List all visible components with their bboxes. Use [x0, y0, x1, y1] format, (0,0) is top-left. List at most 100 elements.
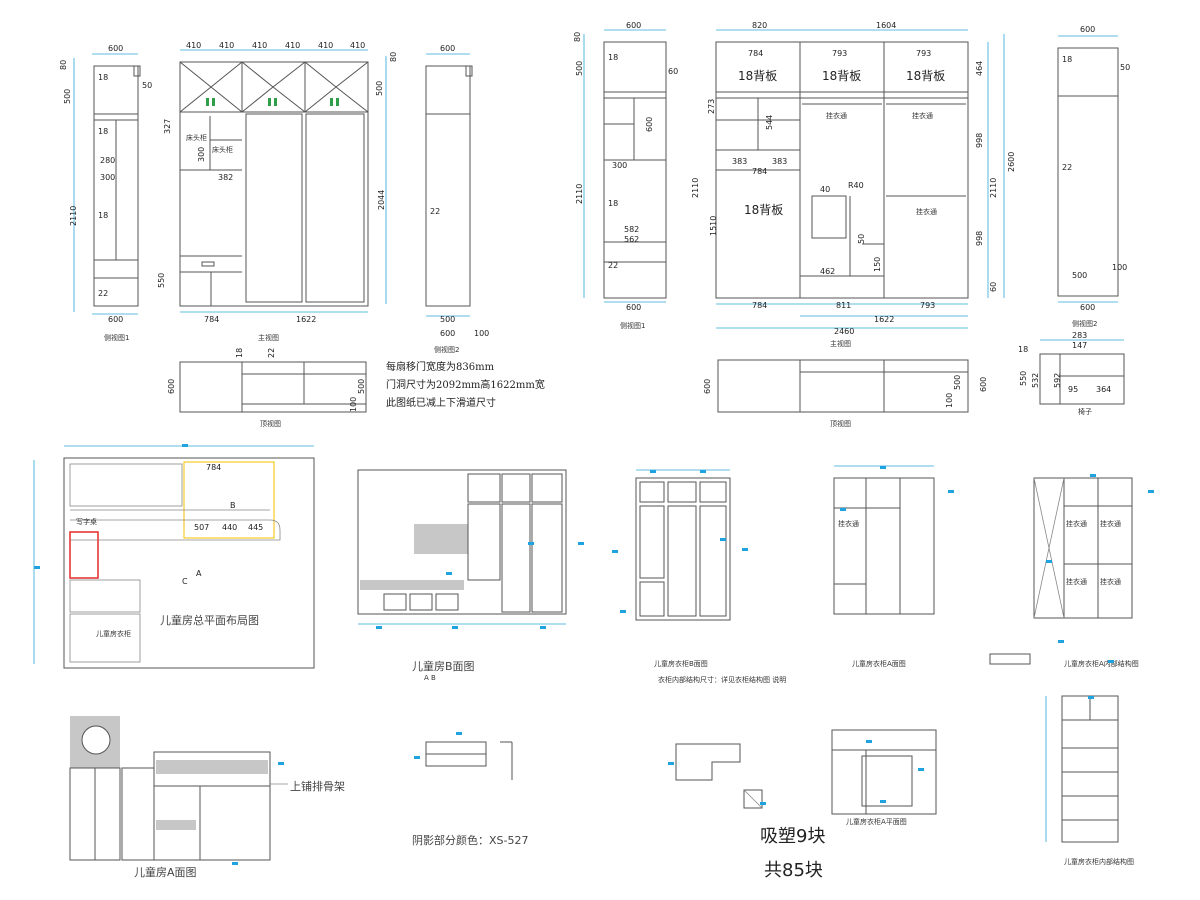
dimension-marker	[720, 538, 726, 541]
dim-998-a: 998	[975, 133, 984, 148]
dim-445: 445	[248, 523, 263, 532]
dim-600: 600	[645, 117, 654, 132]
dimension-marker	[650, 470, 656, 473]
w2-hang: 挂衣通	[838, 519, 859, 528]
dim-280: 280	[100, 156, 115, 165]
note-1: 每扇移门宽度为836mm	[386, 360, 495, 373]
dim-18-a: 18	[98, 73, 108, 82]
marker-b: B	[230, 501, 236, 510]
elev-a-title: 儿童房A面图	[134, 865, 197, 879]
dim-582: 582	[624, 225, 639, 234]
dim-100: 100	[474, 329, 489, 338]
view-title: 主视图	[258, 333, 279, 342]
red-highlight	[69, 531, 99, 579]
dim-1510: 1510	[709, 216, 718, 236]
label-cabinet: 儿童房衣柜	[96, 629, 131, 638]
dimension-marker	[1058, 640, 1064, 643]
handle-2	[212, 98, 215, 106]
plan-small-title: 儿童房衣柜A平面图	[846, 817, 907, 826]
dim-40: 40	[820, 185, 830, 194]
side-view-1-b: 600 80 500 2110 18 60 300 600 18 582 562…	[573, 21, 678, 330]
dimension-marker	[918, 768, 924, 771]
main-view-a: 410 410 410 410 410 410 床头柜 床头柜	[163, 41, 398, 342]
dimension-marker	[232, 862, 238, 865]
dim-bottom-784: 784	[204, 315, 219, 324]
dim-998-b: 998	[975, 231, 984, 246]
dim-147: 147	[1072, 341, 1087, 350]
dim-right-80: 80	[389, 52, 398, 62]
floor-plan: 写字桌 儿童房衣柜 784 507 440 445 A B C 儿童房总平面布局…	[33, 445, 315, 669]
dim-1622: 1622	[874, 315, 894, 324]
dim-600: 600	[703, 379, 712, 394]
door-dim-1: 410	[186, 41, 201, 50]
dimension-marker	[742, 548, 748, 551]
dim-100: 100	[945, 393, 954, 408]
dim-784-b: 784	[752, 167, 767, 176]
backboard-2: 18背板	[822, 69, 861, 83]
dim-22: 22	[1062, 163, 1072, 172]
dim-80: 80	[59, 60, 68, 70]
backboard-1: 18背板	[738, 69, 777, 83]
dimension-marker	[456, 732, 462, 735]
dimension-marker	[34, 566, 40, 569]
wardrobe1-title: 儿童房衣柜B面图	[654, 659, 708, 668]
dim-500: 500	[575, 61, 584, 76]
wardrobe-elevation-1: 儿童房衣柜B面图 衣柜内部结构尺寸：详见衣柜结构图 说明	[635, 469, 786, 684]
door-dim-6: 410	[350, 41, 365, 50]
dim-18: 18	[235, 348, 244, 358]
handle-6	[336, 98, 339, 106]
door-dim-4: 410	[285, 41, 300, 50]
wardrobe2-title: 儿童房衣柜A面图	[852, 659, 906, 668]
dimension-marker	[278, 762, 284, 765]
dim-500: 500	[1072, 271, 1087, 280]
dim-80: 80	[573, 32, 582, 42]
handle-3	[268, 98, 271, 106]
dim-bot-811: 811	[836, 301, 851, 310]
dimension-marker	[1088, 696, 1094, 699]
dim-95: 95	[1068, 385, 1078, 394]
view-title: 椅子	[1078, 407, 1092, 416]
elev-b-title: 儿童房B面图	[412, 659, 475, 673]
handle-4	[274, 98, 277, 106]
dim-22: 22	[608, 261, 618, 270]
dim-2110: 2110	[691, 178, 700, 198]
door-dim-3: 410	[252, 41, 267, 50]
dim-top-600: 600	[626, 21, 641, 30]
dimension-marker	[866, 740, 872, 743]
dimension-marker	[452, 626, 458, 629]
dim-300: 300	[100, 173, 115, 182]
dim-550: 550	[1019, 371, 1028, 386]
dim-462: 462	[820, 267, 835, 276]
chair-view: 283 147 18 550 532 592 95 364 椅子	[1018, 331, 1125, 416]
dim-283: 283	[1072, 331, 1087, 340]
dim-150: 150	[873, 257, 882, 272]
dim-600: 600	[167, 379, 176, 394]
dimension-marker	[540, 626, 546, 629]
dimension-marker	[376, 626, 382, 629]
view-title: 侧视图1	[620, 321, 645, 330]
dimension-marker	[414, 756, 420, 759]
dim-right-2044: 2044	[377, 190, 386, 210]
dim-784: 784	[206, 463, 221, 472]
note-2: 门洞尺寸为2092mm高1622mm宽	[386, 378, 545, 391]
hang-rod-1: 挂衣通	[826, 111, 847, 120]
dim-bottom-600: 600	[1080, 303, 1095, 312]
dimension-marker	[1046, 560, 1052, 563]
dim-r40: R40	[848, 181, 864, 190]
dim-600-r: 600	[979, 377, 988, 392]
dim-18: 18	[1018, 345, 1028, 354]
side-view-2-b: 600 18 50 22 500 100 600 侧视图2	[1057, 25, 1130, 328]
handle-5	[330, 98, 333, 106]
dim-784: 784	[748, 49, 763, 58]
handle-1	[206, 98, 209, 106]
side-view-2-a: 600 22 500 600 100 侧视图2	[425, 44, 489, 354]
dim-507: 507	[194, 523, 209, 532]
dim-500: 500	[63, 89, 72, 104]
wardrobe-elevation-2: 挂衣通 儿童房衣柜A面图	[833, 465, 935, 668]
view-title: 顶视图	[260, 419, 281, 428]
elev-b-marks: A B	[424, 674, 436, 682]
dimension-markers	[34, 444, 1154, 865]
elevation-a: 上铺排骨架 儿童房A面图	[69, 716, 345, 879]
dimension-marker	[1108, 660, 1114, 663]
door-width-dims: 410 410 410 410 410 410	[186, 41, 365, 50]
